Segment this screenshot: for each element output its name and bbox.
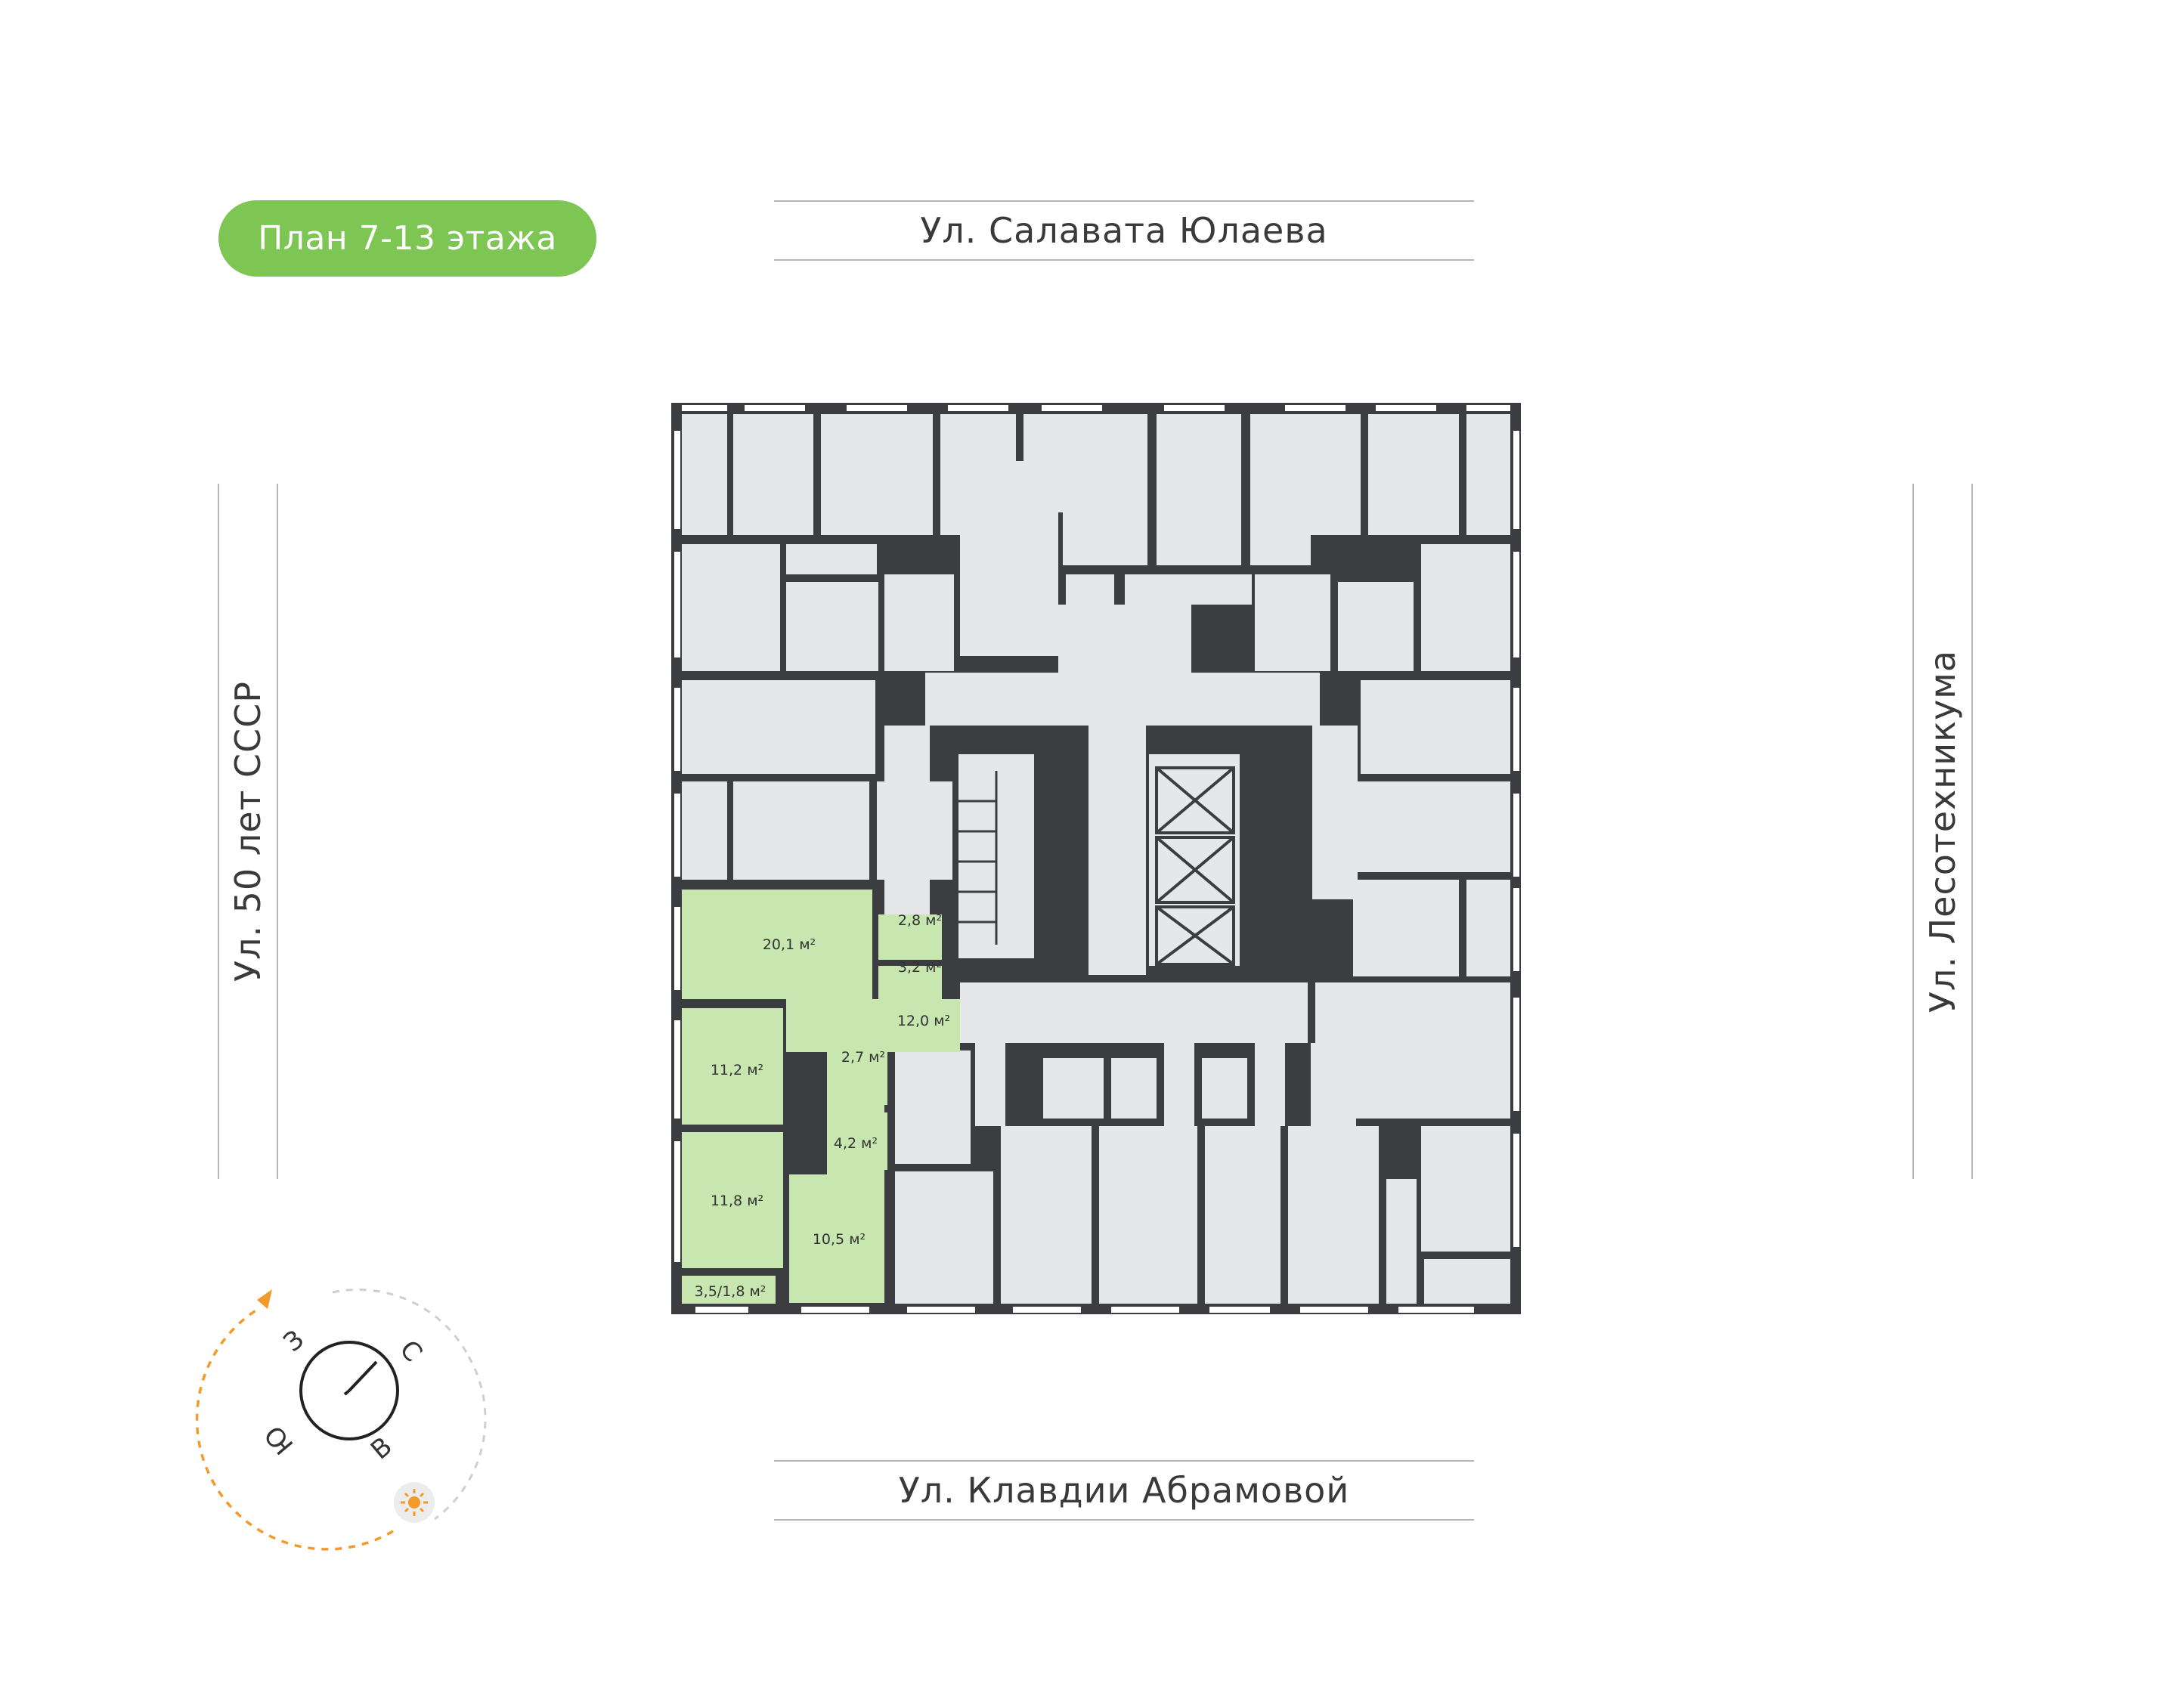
compass: З С Ю В [195, 1289, 487, 1551]
compass-south: Ю [259, 1419, 299, 1460]
street-label-right: Ул. Лесотехникума [1912, 484, 1973, 1179]
staircase [958, 771, 998, 945]
street-label-left: Ул. 50 лет СССР [218, 484, 278, 1179]
area-living: 20,1 м² [763, 936, 816, 953]
area-storage: 2,8 м² [898, 912, 942, 929]
area-bedroom-3: 10,5 м² [813, 1231, 866, 1248]
area-balcony: 3,5/1,8 м² [695, 1283, 766, 1300]
street-label-bottom: Ул. Клавдии Абрамовой [774, 1460, 1474, 1521]
area-bath-large: 4,2 м² [834, 1135, 878, 1152]
sun-icon [394, 1482, 435, 1523]
compass-north: С [393, 1335, 428, 1368]
selected-apartment [682, 890, 960, 1304]
area-wardrobe: 3,2 м² [898, 959, 942, 976]
compass-dial [299, 1341, 399, 1440]
street-label-top: Ул. Салавата Юлаева [774, 200, 1474, 261]
area-hall: 12,0 м² [897, 1013, 950, 1029]
area-bedroom-1: 11,2 м² [711, 1062, 763, 1078]
compass-west: З [278, 1324, 310, 1358]
compass-east: В [365, 1431, 398, 1466]
floor-badge: План 7-13 этажа [218, 200, 596, 277]
sun-path-orange [195, 1306, 394, 1551]
windows [674, 405, 1519, 1313]
sun-path-arrow-icon [257, 1289, 272, 1309]
area-bath-small: 2,7 м² [841, 1049, 885, 1066]
area-bedroom-2: 11,8 м² [711, 1193, 763, 1209]
compass-needle [348, 1360, 378, 1392]
rooms-other [682, 414, 1510, 1304]
elevator-shafts [1155, 766, 1235, 966]
sun-path-grey [434, 1356, 487, 1521]
